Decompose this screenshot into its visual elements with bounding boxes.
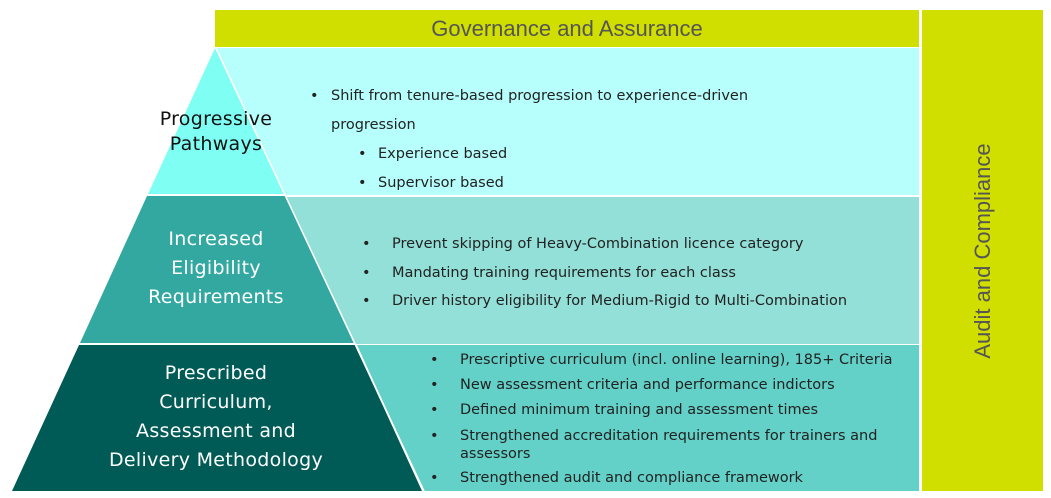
title-line: Assessment and xyxy=(136,420,296,442)
tier-1-bullets: Shift from tenure-based progression to e… xyxy=(310,82,748,198)
tier-1-title: Progressive Pathways xyxy=(140,107,292,157)
tier-3-title: Prescribed Curriculum, Assessment and De… xyxy=(60,359,372,475)
governance-bar: Governance and Assurance xyxy=(215,10,919,47)
tier-2-shape xyxy=(80,196,354,343)
tier-3-bullets: Prescriptive curriculum (incl. online le… xyxy=(430,348,893,491)
tier-2-title: Increased Eligibility Requirements xyxy=(100,225,332,312)
bullet: Mandating training requirements for each… xyxy=(362,259,847,288)
tier-3-shape xyxy=(12,345,422,491)
title-line: Progressive xyxy=(159,108,273,130)
divider-line xyxy=(215,47,425,492)
bullet: Prescriptive curriculum (incl. online le… xyxy=(430,348,893,373)
governance-label: Governance and Assurance xyxy=(431,15,703,41)
title-line: Prescribed xyxy=(164,362,268,384)
sub-bullet: Supervisor based xyxy=(358,169,748,198)
sub-bullet: Experience based xyxy=(358,140,748,169)
audit-label: Audit and Compliance xyxy=(969,142,995,359)
bullet: New assessment criteria and performance … xyxy=(430,373,893,398)
bullet: Prevent skipping of Heavy-Combination li… xyxy=(362,230,847,259)
bullet-continuation: progression xyxy=(331,117,416,133)
tier-2-bullets: Prevent skipping of Heavy-Combination li… xyxy=(362,230,847,316)
bullet: Strengthened accreditation requirements … xyxy=(430,423,893,445)
bullet: Strengthened audit and compliance framew… xyxy=(430,466,893,491)
title-line: Delivery Methodology xyxy=(109,449,323,471)
bullet-continuation: assessors xyxy=(460,446,531,462)
title-line: Pathways xyxy=(169,133,263,155)
title-line: Curriculum, xyxy=(159,391,273,413)
bullet: Driver history eligibility for Medium-Ri… xyxy=(362,287,847,316)
audit-bar: Audit and Compliance xyxy=(922,10,1043,491)
bullet: Shift from tenure-based progression to e… xyxy=(310,82,748,111)
title-line: Requirements xyxy=(148,286,284,308)
title-line: Eligibility xyxy=(171,257,261,279)
tier-1-shape xyxy=(148,48,284,194)
bullet: Defined minimum training and assessment … xyxy=(430,398,893,423)
title-line: Increased xyxy=(168,228,264,250)
